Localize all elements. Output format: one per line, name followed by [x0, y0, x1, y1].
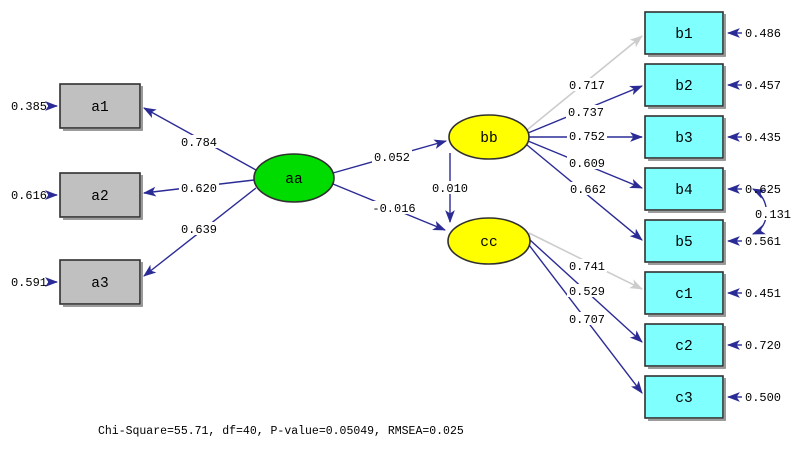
error-value-b1: 0.486 [745, 27, 781, 41]
error-value-b5: 0.561 [745, 235, 781, 249]
path-label-bb-cc: 0.010 [432, 182, 468, 196]
error-value-c3: 0.500 [745, 391, 781, 405]
loading-label-bb-b3: 0.752 [569, 130, 605, 144]
box-shadow-b2 [648, 66, 726, 109]
latent-label-bb: bb [480, 131, 497, 147]
indicator-box-b2 [644, 63, 724, 107]
loading-label-aa-a1: 0.784 [181, 136, 217, 150]
indicator-label-a2: a2 [91, 189, 108, 205]
loading-label-bb-b4: 0.609 [569, 157, 605, 171]
indicator-label-b4: b4 [675, 183, 692, 199]
label-bg [179, 135, 219, 148]
error-value-b4: 0.625 [745, 183, 781, 197]
indicator-label-a3: a3 [91, 276, 108, 292]
error-value-c1: 0.451 [745, 287, 781, 301]
latent-ellipse-aa [253, 153, 335, 203]
indicator-label-c2: c2 [675, 339, 692, 355]
loading-label-bb-b2: 0.737 [568, 106, 604, 120]
error-value-a3: 0.591 [11, 276, 47, 290]
label-bg [430, 181, 470, 194]
box-shadow-b3 [648, 118, 726, 161]
indicator-label-b2: b2 [675, 79, 692, 95]
latent-ellipse-bb [448, 114, 530, 160]
box-shadow-c3 [648, 378, 726, 421]
box-shadow-b1 [648, 14, 726, 57]
loading-label-bb-b1: 0.717 [569, 79, 605, 93]
label-bg [179, 222, 219, 235]
indicator-label-b5: b5 [675, 235, 692, 251]
error-value-a1: 0.385 [11, 100, 47, 114]
indicator-box-a3 [59, 259, 141, 305]
loading-label-aa-a2: 0.620 [181, 182, 217, 196]
box-shadow-a1 [63, 86, 143, 131]
indicator-box-c1 [644, 271, 724, 315]
error-value-b3: 0.435 [745, 131, 781, 145]
label-bg [568, 182, 608, 195]
box-shadow-b5 [648, 222, 726, 265]
indicator-box-b4 [644, 167, 724, 211]
path-label-aa-cc: -0.016 [372, 202, 415, 216]
label-bg [179, 181, 219, 194]
loading-label-bb-b5: 0.662 [570, 183, 606, 197]
loading-label-cc-c1: 0.741 [569, 260, 605, 274]
label-bg [567, 284, 607, 297]
error-value-b2: 0.457 [745, 79, 781, 93]
loading-label-cc-c3: 0.707 [569, 313, 605, 327]
indicator-box-b5 [644, 219, 724, 263]
fit-statistics-text: Chi-Square=55.71, df=40, P-value=0.05049… [98, 425, 464, 438]
error-value-a2: 0.616 [11, 189, 47, 203]
label-bg [371, 201, 417, 214]
error-covariance-label: 0.131 [755, 208, 791, 222]
indicator-label-b1: b1 [675, 27, 692, 43]
latent-label-aa: aa [285, 172, 303, 188]
label-bg [567, 312, 607, 325]
label-bg [567, 259, 607, 272]
label-bg [566, 105, 606, 118]
indicator-box-a2 [59, 172, 141, 218]
loading-label-cc-c2: 0.529 [569, 285, 605, 299]
indicator-label-a1: a1 [91, 100, 108, 116]
label-bg [567, 129, 607, 142]
path-label-aa-bb: 0.052 [374, 151, 410, 165]
label-bg [372, 150, 412, 163]
latent-label-cc: cc [480, 235, 497, 251]
label-bg [753, 207, 793, 220]
error-value-c2: 0.720 [745, 339, 781, 353]
indicator-label-c1: c1 [675, 287, 692, 303]
indicator-box-a1 [59, 83, 141, 129]
indicator-label-c3: c3 [675, 391, 692, 407]
label-bg [567, 156, 607, 169]
indicator-box-b3 [644, 115, 724, 159]
box-shadow-a3 [63, 262, 143, 307]
indicator-box-c2 [644, 323, 724, 367]
indicator-box-b1 [644, 11, 724, 55]
box-shadow-b4 [648, 170, 726, 213]
indicator-label-b3: b3 [675, 131, 692, 147]
latent-ellipse-cc [447, 217, 531, 265]
indicator-box-c3 [644, 375, 724, 419]
loading-label-aa-a3: 0.639 [181, 223, 217, 237]
box-shadow-a2 [63, 175, 143, 220]
box-shadow-c1 [648, 274, 726, 317]
box-shadow-c2 [648, 326, 726, 369]
label-bg [567, 78, 607, 91]
